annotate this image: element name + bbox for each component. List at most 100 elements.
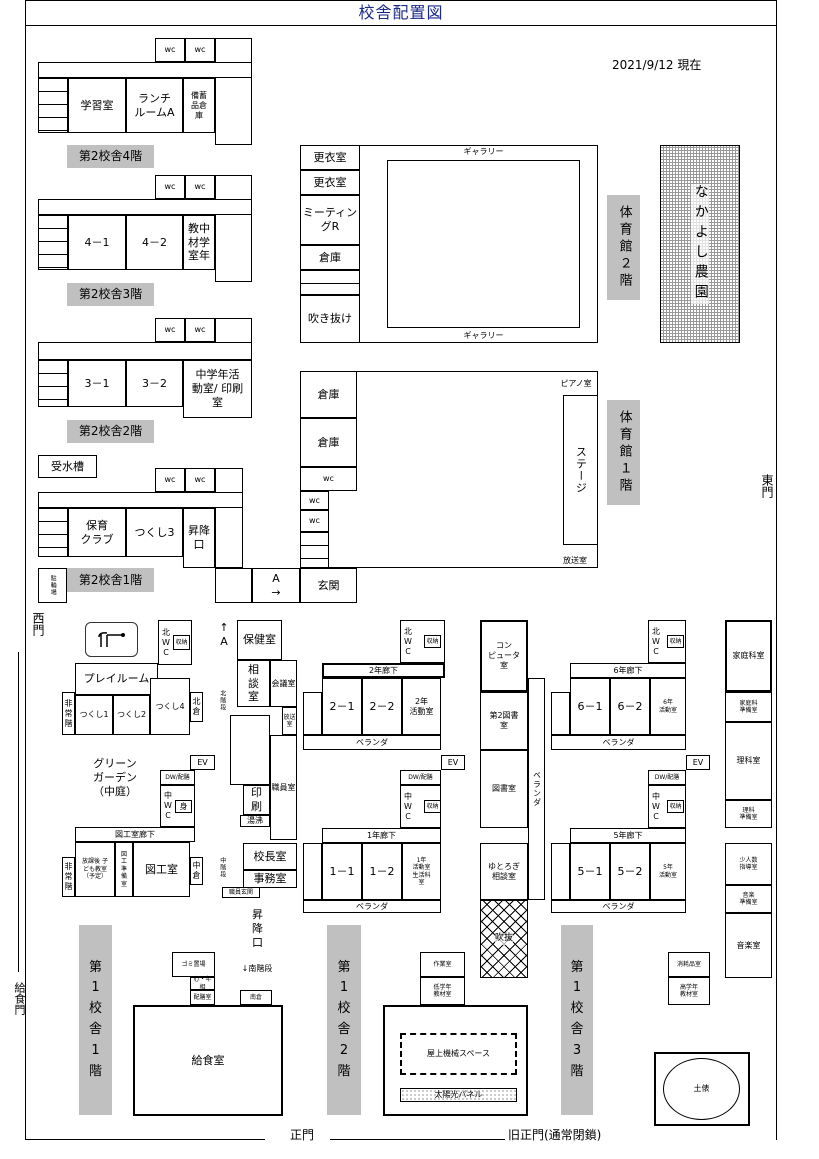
room-bM_st: 収納 xyxy=(424,800,441,813)
room-label: 中 W C xyxy=(652,791,660,821)
east-gate-label: 東門 xyxy=(760,474,774,498)
room-label: 6－2 xyxy=(617,699,643,713)
room-label: ランチ ルームA xyxy=(134,91,175,119)
room-label: 6年 活動室 xyxy=(658,699,677,714)
room-label: wc xyxy=(194,182,206,191)
room-label: EV xyxy=(197,757,208,767)
room-label: ベランダ xyxy=(602,901,635,911)
wall-block xyxy=(38,508,68,557)
room-label: 更衣室 xyxy=(313,175,347,189)
room-supply: 消耗品室 xyxy=(668,952,710,977)
floor-label-g1label: 体育館１階 xyxy=(607,400,640,505)
room-label: 更衣室 xyxy=(313,150,347,164)
room-label: 音楽 準備室 xyxy=(739,891,758,907)
room-principal: 校長室 xyxy=(243,843,297,870)
room-label: DW/配膳 xyxy=(165,773,190,781)
room-garden: グリーン ガーデン （中庭） xyxy=(80,756,150,800)
room-label: プレイルーム xyxy=(83,672,150,686)
room-label: EV xyxy=(692,757,704,767)
room-g2locker2: 更衣室 xyxy=(300,170,360,195)
room-gallery_top: ギャラリー xyxy=(387,146,580,158)
room-lowmat: 低学年 教材室 xyxy=(420,977,465,1005)
room-highmat: 高学年 教材室 xyxy=(668,977,710,1005)
room-label: 会議室 xyxy=(271,678,296,688)
room-cM_st: 収納 xyxy=(667,800,684,813)
room-sstairs: ↓南階段 xyxy=(232,963,282,975)
room-label: wc xyxy=(194,45,206,54)
room-staff: 職員室 xyxy=(270,735,297,840)
room-label: 5年廊下 xyxy=(613,830,643,840)
room-hall2: 2年廊下 xyxy=(322,663,445,678)
page-title: 校舎配置図 xyxy=(25,0,777,26)
room-label: 3－1 xyxy=(84,376,110,390)
date-label: 2021/9/12 現在 xyxy=(612,58,702,72)
room-g1wc: wc xyxy=(300,467,357,491)
room-c11: 1－1 xyxy=(322,843,362,900)
room-label: 吹き抜け xyxy=(308,312,352,326)
room-f1wc1: wc xyxy=(155,468,185,492)
room-label: 中学年活 動室/ 印刷 室 xyxy=(191,368,244,409)
room-label: wc xyxy=(194,475,206,484)
room-label: wc xyxy=(323,474,334,483)
room-label: 玄関 xyxy=(317,578,340,592)
room-bike: 駐輪場 xyxy=(38,568,67,603)
room-c51: 5－1 xyxy=(570,843,610,900)
wall-block xyxy=(215,468,243,568)
room-label: 放送室 xyxy=(563,556,587,565)
room-ver1: ベランダ xyxy=(303,900,441,913)
room-label: 消耗品室 xyxy=(676,960,701,968)
room-label: 第2校舎2階 xyxy=(78,424,143,438)
room-homeprep: 家庭科 準備室 xyxy=(725,692,772,722)
wall-block xyxy=(230,715,270,785)
room-broadcast: 放送室 xyxy=(553,555,597,567)
room-haizen: 配膳室 xyxy=(190,990,215,1005)
room-f4wc2: wc xyxy=(185,38,215,62)
room-consult: 相 談 室 xyxy=(237,660,270,707)
room-label: 第2校舎1階 xyxy=(78,572,143,587)
room-zukou_prep: 図 工 準 備 室 xyxy=(115,842,133,897)
room-g2void: 吹き抜け xyxy=(300,295,360,343)
map-frame xyxy=(25,0,777,1140)
room-label: 3－2 xyxy=(142,376,167,390)
room-f2act: 中学年活 動室/ 印刷 室 xyxy=(183,360,252,418)
room-label: 北 倉 xyxy=(192,697,201,716)
room-label: 駐輪場 xyxy=(49,575,57,596)
room-zukou_hall: 図工室廊下 xyxy=(75,827,195,842)
room-label: 倉庫 xyxy=(317,387,340,401)
room-label: 低学年 教材室 xyxy=(433,983,452,999)
room-act1: 1年 活動室 生活科 室 xyxy=(402,843,441,900)
room-arrowA2: ↑ A xyxy=(215,620,233,650)
room-label: 校長室 xyxy=(253,849,287,863)
room-label: 第 1 校 舎 1 階 xyxy=(88,959,102,1079)
floor-label-b2label: 第 1 校 舎 2 階 xyxy=(327,925,361,1115)
room-label: 第2校舎4階 xyxy=(78,149,143,163)
room-ver2: ベランダ xyxy=(303,735,441,750)
room-label: ↑ A xyxy=(219,621,229,648)
room-dw1: DW/配膳 xyxy=(160,770,195,785)
room-dohyo: 土俵 xyxy=(663,1058,740,1120)
room-ts4: つくし4 xyxy=(150,678,190,735)
room-label: 理科 準備室 xyxy=(739,806,758,822)
room-label: 図工室 xyxy=(145,862,178,876)
room-work: 作業室 xyxy=(420,952,465,977)
room-f2r32: 3－2 xyxy=(126,360,183,407)
room-music: 音楽室 xyxy=(725,913,772,978)
accessibility-sign-icon xyxy=(85,622,138,657)
room-cN_st: 収納 xyxy=(667,635,684,648)
room-exit1: 非 常 階 xyxy=(62,692,75,735)
room-office: 事務室 xyxy=(243,870,297,888)
room-bcast2: 放送室 xyxy=(282,707,297,735)
room-label: ピアノ室 xyxy=(560,379,592,388)
room-label: 湯沸 xyxy=(247,816,263,825)
room-label: wc xyxy=(309,495,320,505)
lunch-gate-label: 給食門 xyxy=(13,982,26,1015)
room-dw3: DW/配膳 xyxy=(648,770,686,785)
room-act5: 5年 活動室 xyxy=(650,843,686,900)
room-label: 1－2 xyxy=(369,864,395,878)
room-f2wc1: wc xyxy=(155,318,185,342)
room-g1store2: 倉庫 xyxy=(300,418,357,467)
room-label: 6年廊下 xyxy=(613,665,643,675)
room-play: プレイルーム xyxy=(75,663,158,695)
room-label: 図書室 xyxy=(492,784,516,793)
room-aN_st: 収納 xyxy=(173,635,190,650)
